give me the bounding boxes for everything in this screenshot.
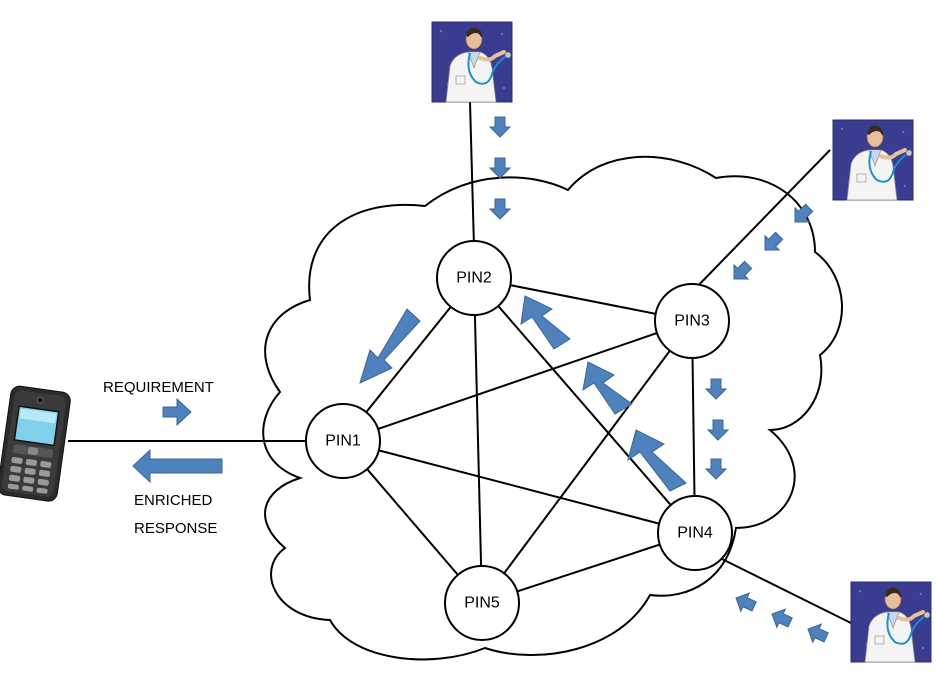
pin3-label: PIN3 xyxy=(674,313,710,330)
pin4-to-pin2-arrow xyxy=(520,295,571,350)
mobile-phone-icon[interactable] xyxy=(0,384,73,504)
doctor1-to-pin2-line xyxy=(469,101,475,248)
down-arrow-icon xyxy=(489,157,511,179)
doctor2-to-pin3-line xyxy=(689,149,831,295)
pin1-node[interactable]: PIN1 xyxy=(305,403,381,479)
pin1-pin4-edge xyxy=(342,440,696,534)
doctor-icon xyxy=(831,118,915,202)
enriched-response-arrow-icon xyxy=(132,448,223,484)
requirement-label: REQUIREMENT xyxy=(103,379,214,396)
pin2-to-pin1-arrow xyxy=(359,308,421,384)
pin4-node[interactable]: PIN4 xyxy=(657,495,733,571)
pin4-label: PIN4 xyxy=(677,525,713,542)
external-connections xyxy=(68,101,856,626)
left-arrow-icon xyxy=(803,619,831,648)
left-arrow-icon xyxy=(767,604,795,633)
pin3-pin5-edge xyxy=(481,320,693,604)
pin3-node[interactable]: PIN3 xyxy=(654,283,730,359)
pin2-pin4-edge xyxy=(473,277,696,534)
flow-arrows xyxy=(132,116,831,648)
doctor-icon xyxy=(849,580,933,664)
left-arrow-icon xyxy=(731,588,759,617)
pin4-to-pin2-arrow xyxy=(627,429,687,492)
doctor3-to-pin4-line xyxy=(719,557,856,626)
enriched-label: ENRICHED xyxy=(134,492,213,509)
pin2-pin5-edge xyxy=(473,277,483,604)
pin1-pin3-edge xyxy=(342,320,693,442)
pin1-label: PIN1 xyxy=(325,433,361,450)
doctor-icon xyxy=(430,20,514,104)
down-arrow-icon xyxy=(489,116,511,138)
pin2-label: PIN2 xyxy=(456,270,492,287)
pin5-node[interactable]: PIN5 xyxy=(444,565,520,641)
requirement-arrow-icon xyxy=(162,397,192,427)
pin5-label: PIN5 xyxy=(464,595,500,612)
pin4-to-pin2-arrow xyxy=(582,361,633,415)
response-label: RESPONSE xyxy=(134,520,217,537)
pin2-node[interactable]: PIN2 xyxy=(436,240,512,316)
